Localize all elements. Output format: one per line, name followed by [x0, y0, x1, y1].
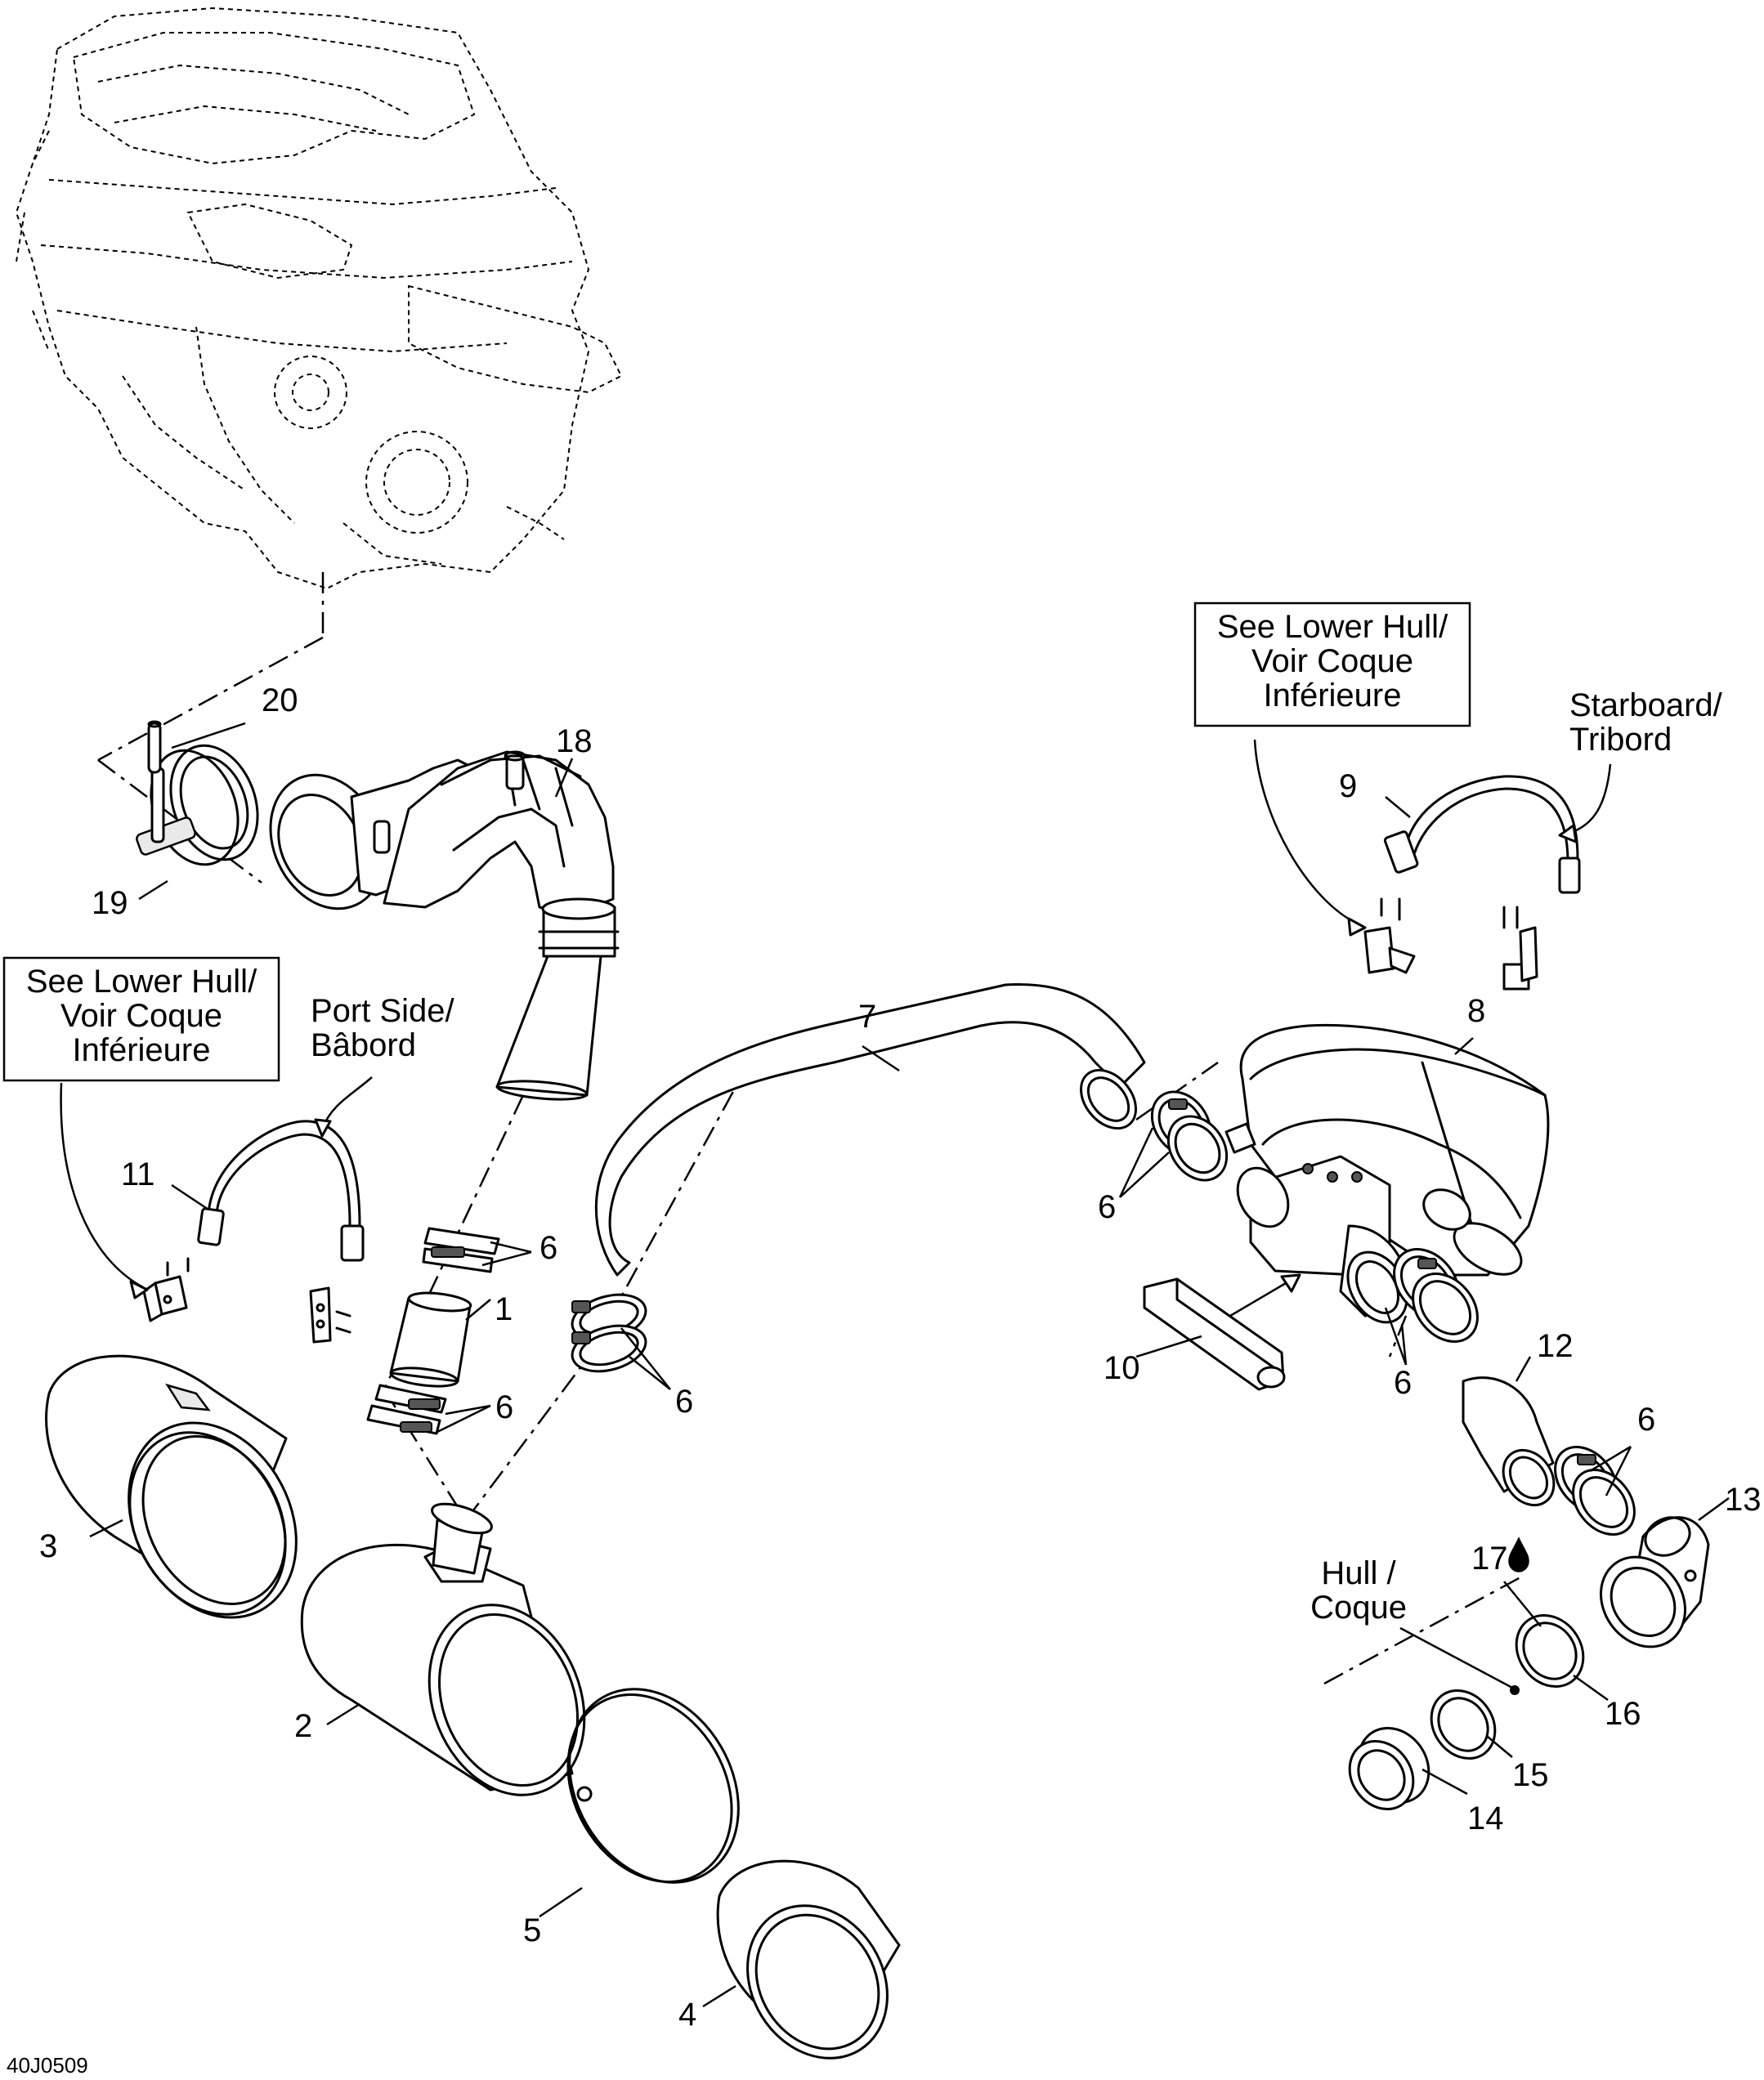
- part-2-muffler-body: [300, 1502, 586, 1796]
- note-lower-hull-right: See Lower Hull/ Voir Coque Inférieure: [1193, 602, 1471, 727]
- leader-lines: [89, 722, 1730, 2008]
- part-13-outlet-fitting: [1599, 1516, 1710, 1648]
- part-14-retaining-nut: [1348, 1726, 1430, 1811]
- callout-6-c: 6: [675, 1384, 693, 1420]
- port-strap-brackets: [142, 1257, 351, 1344]
- part-1-coupler-sleeve: [389, 1291, 472, 1388]
- note-port-side: Port Side/ Bâbord: [311, 993, 455, 1063]
- callout-20: 20: [262, 682, 298, 718]
- foam-strip-install-arrow: [1229, 1273, 1301, 1317]
- callout-1: 1: [495, 1291, 513, 1327]
- callout-14: 14: [1467, 1800, 1504, 1836]
- callout-labels: 1 2 3 4 5 6 6 6 6 6 6 7 8 9 10 11 12 13 …: [39, 682, 1762, 2033]
- callout-19: 19: [92, 885, 128, 921]
- location-arrows: [60, 739, 1612, 1299]
- part-4-end-cap: [716, 1859, 901, 2060]
- part-10-foam-strip: [1143, 1277, 1286, 1391]
- callout-6-b: 6: [495, 1389, 513, 1425]
- svg-text:Voir Coque: Voir Coque: [60, 998, 222, 1034]
- callout-11: 11: [121, 1156, 155, 1192]
- part-9-starboard-strap: [1383, 775, 1581, 894]
- callout-6-d: 6: [1098, 1189, 1116, 1225]
- starboard-strap-brackets: [1363, 897, 1538, 991]
- callout-6-e: 6: [1394, 1365, 1412, 1401]
- callout-13: 13: [1725, 1482, 1762, 1518]
- svg-text:Starboard/: Starboard/: [1569, 687, 1723, 723]
- callout-6-f: 6: [1637, 1402, 1655, 1438]
- part-15-seal-ring: [1430, 1689, 1497, 1760]
- part-6-clamps-right-upper: [1150, 1090, 1229, 1182]
- part-6-clamps-right-lower: [1393, 1248, 1479, 1343]
- part-19-exhaust-clamp: [136, 744, 259, 866]
- part-6-clamps-center: [571, 1293, 647, 1373]
- sealant-drop-icon: [1508, 1537, 1529, 1572]
- callout-8: 8: [1467, 993, 1485, 1029]
- svg-text:Voir Coque: Voir Coque: [1251, 643, 1413, 679]
- callout-12: 12: [1537, 1328, 1574, 1364]
- callout-5: 5: [523, 1912, 541, 1948]
- svg-text:Bâbord: Bâbord: [311, 1027, 416, 1063]
- part-16-gasket: [1515, 1613, 1585, 1689]
- callout-15: 15: [1512, 1757, 1549, 1793]
- part-20-pin: [147, 720, 162, 774]
- callout-16: 16: [1605, 1696, 1641, 1732]
- note-hull: Hull / Coque: [1310, 1555, 1407, 1626]
- part-18-exhaust-outlet-pipe: [269, 750, 620, 1101]
- svg-text:See Lower Hull/: See Lower Hull/: [26, 964, 257, 1000]
- part-11-port-strap: [197, 1120, 365, 1262]
- part-3-muffler-shell: [45, 1354, 298, 1619]
- callout-9: 9: [1339, 768, 1357, 804]
- engine-ghost-outline: [15, 7, 623, 590]
- svg-text:Tribord: Tribord: [1569, 722, 1672, 758]
- callout-18: 18: [556, 723, 593, 759]
- callout-2: 2: [294, 1708, 312, 1744]
- part-5-band: [566, 1688, 740, 1884]
- part-6-clamps-elbow: [1554, 1446, 1636, 1536]
- svg-text:See Lower Hull/: See Lower Hull/: [1217, 609, 1448, 645]
- part-12-elbow-hose: [1462, 1376, 1556, 1507]
- callout-10: 10: [1104, 1350, 1140, 1386]
- part-6-clamps-upper-left: [422, 1227, 500, 1273]
- callout-6-a: 6: [539, 1230, 557, 1266]
- callout-17: 17: [1471, 1541, 1508, 1577]
- note-lower-hull-left: See Lower Hull/ Voir Coque Inférieure: [2, 956, 280, 1082]
- callout-7: 7: [858, 999, 876, 1035]
- svg-text:Port Side/: Port Side/: [311, 993, 455, 1029]
- svg-text:Coque: Coque: [1310, 1590, 1407, 1626]
- part-6-clamps-lower-left: [366, 1384, 447, 1435]
- figure-code: 40J0509: [7, 2053, 88, 2078]
- part-8-water-box: [1225, 1023, 1550, 1324]
- callout-3: 3: [39, 1528, 57, 1564]
- svg-text:Inférieure: Inférieure: [1264, 678, 1402, 713]
- svg-text:Hull /: Hull /: [1321, 1555, 1396, 1591]
- svg-text:Inférieure: Inférieure: [73, 1032, 211, 1068]
- note-starboard: Starboard/ Tribord: [1569, 687, 1723, 758]
- callout-4: 4: [678, 1997, 696, 2033]
- part-7-long-hose: [594, 982, 1146, 1277]
